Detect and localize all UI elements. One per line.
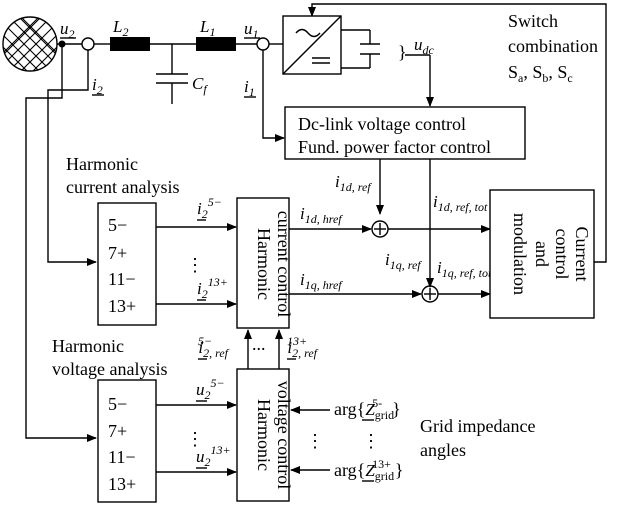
- harm-current-analysis-block: [97, 202, 157, 326]
- ccm-label-3: and: [532, 241, 552, 267]
- grid-impedance-label-2: angles: [420, 440, 466, 460]
- i2-13-label: i213+: [197, 275, 228, 301]
- hvc-label-1: Harmonic: [254, 399, 274, 471]
- grid-source-icon: [2, 16, 58, 72]
- i1d-tot-label: i1d, ref, tot: [433, 192, 488, 214]
- order-v-0: 5−: [108, 394, 127, 414]
- l2-label: L2: [112, 17, 128, 39]
- ccm-label-4: modulation: [510, 213, 530, 295]
- switch-feedback-wire: [308, 3, 607, 263]
- cf-label: Cf: [192, 74, 208, 96]
- harm-voltage-control-block: [236, 368, 290, 502]
- ccm-label-1: Current: [572, 227, 592, 282]
- harm-voltage-analysis-title-2: voltage analysis: [52, 359, 167, 379]
- i1q-href-label: i1q, href: [300, 270, 343, 292]
- brace-symbol: }: [398, 42, 407, 62]
- order-v-2: 11−: [108, 447, 135, 467]
- arg-z5-label: arg{Zgrid5-}: [334, 396, 401, 422]
- power-line: [57, 37, 283, 104]
- u2-13-label: u213+: [196, 443, 231, 469]
- i2-5-label: i25−: [197, 195, 222, 221]
- switch-label-1: Switch: [508, 11, 558, 31]
- inductor-l2: [110, 37, 150, 51]
- vertical-dots-1: ⋮: [186, 255, 204, 275]
- i1d-href-label: i1d, href: [300, 204, 343, 226]
- order-c-1: 7+: [108, 243, 127, 263]
- i1-feedback-wire: [262, 50, 285, 142]
- u2-feedback-wire: [25, 44, 97, 442]
- switch-label-3: Sa, Sb, Sc: [508, 62, 573, 85]
- order-v-3: 13+: [108, 474, 136, 494]
- i2-13-ref-label: i2, ref13+: [287, 334, 319, 360]
- harm-current-control-block: [236, 197, 290, 329]
- u2-5-label: u25−: [196, 376, 225, 402]
- hcc-label-2: current control: [274, 211, 294, 317]
- i1-label: i1: [244, 77, 255, 99]
- vertical-dots-4: ⋮: [362, 431, 380, 451]
- i2-5-ref-label: i2, ref5−: [198, 334, 230, 360]
- harm-voltage-analysis-title-1: Harmonic: [52, 336, 124, 356]
- i1-current-sensor: [256, 37, 270, 51]
- dc-link-control-block: [284, 106, 526, 160]
- vertical-dots-2: ⋮: [186, 429, 204, 449]
- harm-voltage-analysis-block: [97, 379, 157, 503]
- i2-current-sensor: [81, 37, 95, 51]
- i1q-ref-label: i1q, ref: [385, 250, 422, 272]
- harm-current-analysis-title-1: Harmonic: [66, 154, 138, 174]
- grid-impedance-label-1: Grid impedance: [420, 416, 535, 436]
- inductor-l1: [196, 37, 236, 51]
- dc-link-label-1: Dc-link voltage control: [298, 114, 466, 134]
- switch-label-2: combination: [508, 36, 598, 56]
- hcc-label-1: Harmonic: [254, 228, 274, 300]
- hvc-label-2: voltage control: [274, 381, 294, 489]
- order-c-0: 5−: [108, 215, 127, 235]
- order-v-1: 7+: [108, 421, 127, 441]
- order-c-2: 11−: [108, 269, 135, 289]
- arg-z13-label: arg{Zgrid13+}: [334, 457, 404, 483]
- sum-junction-q: [421, 285, 439, 303]
- converter-icon: }: [282, 15, 407, 75]
- vertical-dots-3: ⋮: [306, 431, 324, 451]
- i2-feedback-wire: [47, 50, 97, 266]
- sum-junction-d: [371, 220, 389, 238]
- horizontal-dots: ...: [252, 334, 266, 354]
- udc-label: udc: [414, 35, 435, 57]
- i1d-ref-label: i1d, ref: [335, 172, 372, 194]
- order-c-3: 13+: [108, 296, 136, 316]
- ccm-label-2: control: [552, 229, 572, 280]
- l1-label: L1: [199, 17, 215, 39]
- current-control-modulation-block: [489, 189, 595, 319]
- i1q-tot-label: i1q, ref, tot: [437, 258, 492, 280]
- i2-label: i2: [92, 75, 103, 97]
- harm-current-analysis-title-2: current analysis: [66, 177, 179, 197]
- dc-link-label-2: Fund. power factor control: [298, 137, 491, 157]
